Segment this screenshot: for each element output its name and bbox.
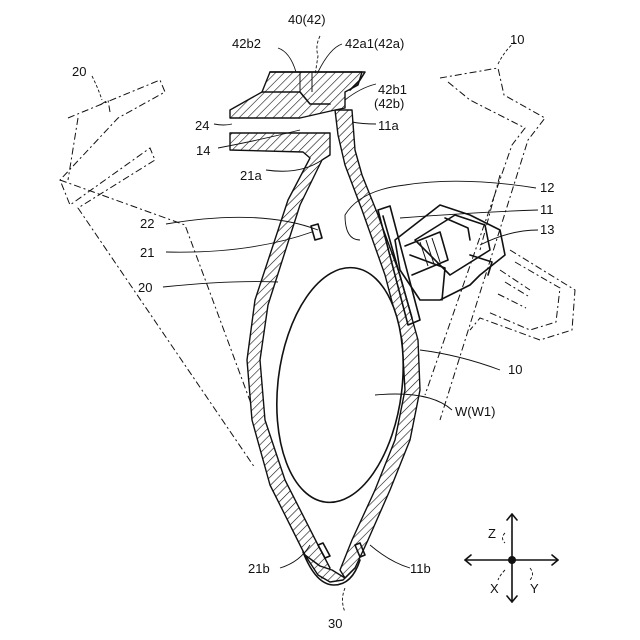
label-10-top: 10 — [510, 32, 524, 47]
axis-indicator — [465, 514, 558, 602]
phantom-member-10 — [425, 68, 575, 420]
label-22: 22 — [140, 216, 154, 231]
label-20: 20 — [138, 280, 152, 295]
label-42b2: 42b2 — [232, 36, 261, 51]
label-axis-z: Z — [488, 526, 496, 541]
label-21: 21 — [140, 245, 154, 260]
label-11a: 11a — [378, 118, 399, 133]
label-42a1: 42a1(42a) — [345, 36, 404, 51]
label-42b1: 42b1 — [378, 82, 407, 97]
label-20-top: 20 — [72, 64, 86, 79]
label-30: 30 — [328, 616, 342, 631]
label-14: 14 — [196, 143, 210, 158]
label-w: W(W1) — [455, 404, 495, 419]
label-21b: 21b — [248, 561, 270, 576]
label-12: 12 — [540, 180, 554, 195]
label-11: 11 — [540, 202, 554, 217]
label-13: 13 — [540, 222, 554, 237]
label-24: 24 — [195, 118, 209, 133]
label-11b: 11b — [410, 561, 431, 576]
label-40: 40(42) — [288, 12, 326, 27]
label-21a: 21a — [240, 168, 262, 183]
label-10: 10 — [508, 362, 522, 377]
label-axis-x: X — [490, 581, 499, 596]
label-axis-y: Y — [530, 581, 539, 596]
label-42b: (42b) — [374, 96, 404, 111]
